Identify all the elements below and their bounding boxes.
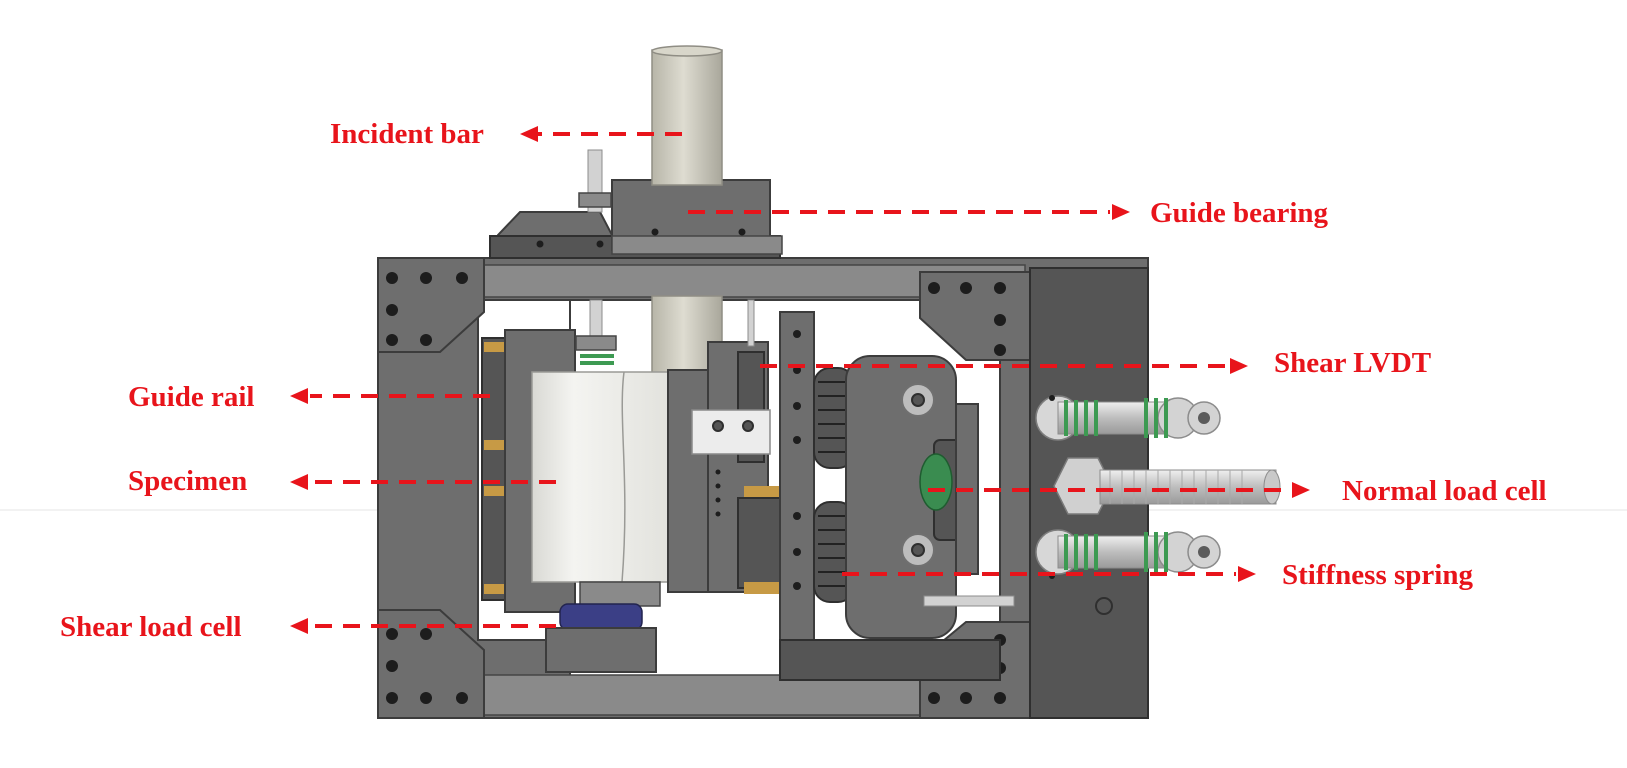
label-shear-load-cell: Shear load cell — [60, 611, 242, 643]
guide-bearing-flange — [611, 235, 783, 255]
right-platen-inner — [667, 369, 709, 593]
annotation-leaders — [290, 126, 1310, 634]
arrowhead-specimen — [290, 474, 308, 490]
arrowhead-guide-rail — [290, 388, 308, 404]
specimen-block — [531, 371, 671, 583]
normal-loading-screw — [1053, 457, 1281, 515]
lower-support — [779, 639, 1001, 681]
arrowhead-normal-load-cell — [1292, 482, 1310, 498]
apparatus-illustration — [377, 45, 1281, 719]
shear-load-cell-mount — [545, 627, 657, 673]
specimen-base — [579, 581, 661, 607]
corner-plate-bottom-left — [377, 609, 485, 719]
label-stiffness-spring: Stiffness spring — [1282, 559, 1473, 591]
arrowhead-incident-bar — [520, 126, 538, 142]
arrowhead-stiffness-spring — [1238, 566, 1256, 582]
column-holes — [793, 330, 801, 590]
arrowhead-guide-bearing — [1112, 204, 1130, 220]
lvdt-probe — [747, 299, 755, 347]
normal-load-cell-body — [919, 453, 953, 511]
label-incident-bar: Incident bar — [330, 118, 484, 150]
right-guide-rail — [737, 497, 781, 589]
guide-rail-left — [481, 337, 509, 601]
stud-nut — [578, 192, 612, 208]
lvdt-holes — [715, 469, 721, 517]
corner-plate-top-right — [919, 271, 1031, 361]
annotation-labels: Incident bar Guide bearing Shear LVDT Gu… — [60, 118, 1547, 643]
arrowhead-shear-load-cell — [290, 618, 308, 634]
label-guide-bearing: Guide bearing — [1150, 197, 1329, 229]
guide-pin — [923, 595, 1015, 607]
label-shear-lvdt: Shear LVDT — [1274, 347, 1431, 379]
spring-assembly-lower — [1035, 529, 1221, 575]
label-normal-load-cell: Normal load cell — [1342, 475, 1547, 507]
spring-assembly-upper — [1035, 395, 1221, 441]
column-plate — [779, 311, 815, 653]
top-spring — [580, 354, 614, 365]
label-guide-rail: Guide rail — [128, 381, 254, 413]
shear-load-cell-body — [559, 603, 643, 631]
arrowhead-shear-lvdt — [1230, 358, 1248, 374]
incident-bar-rod — [651, 49, 723, 186]
frame-bolts — [386, 272, 1006, 704]
disc-spring-stack-upper — [813, 367, 855, 469]
label-specimen: Specimen — [128, 465, 247, 497]
lvdt-clamp — [691, 409, 771, 455]
